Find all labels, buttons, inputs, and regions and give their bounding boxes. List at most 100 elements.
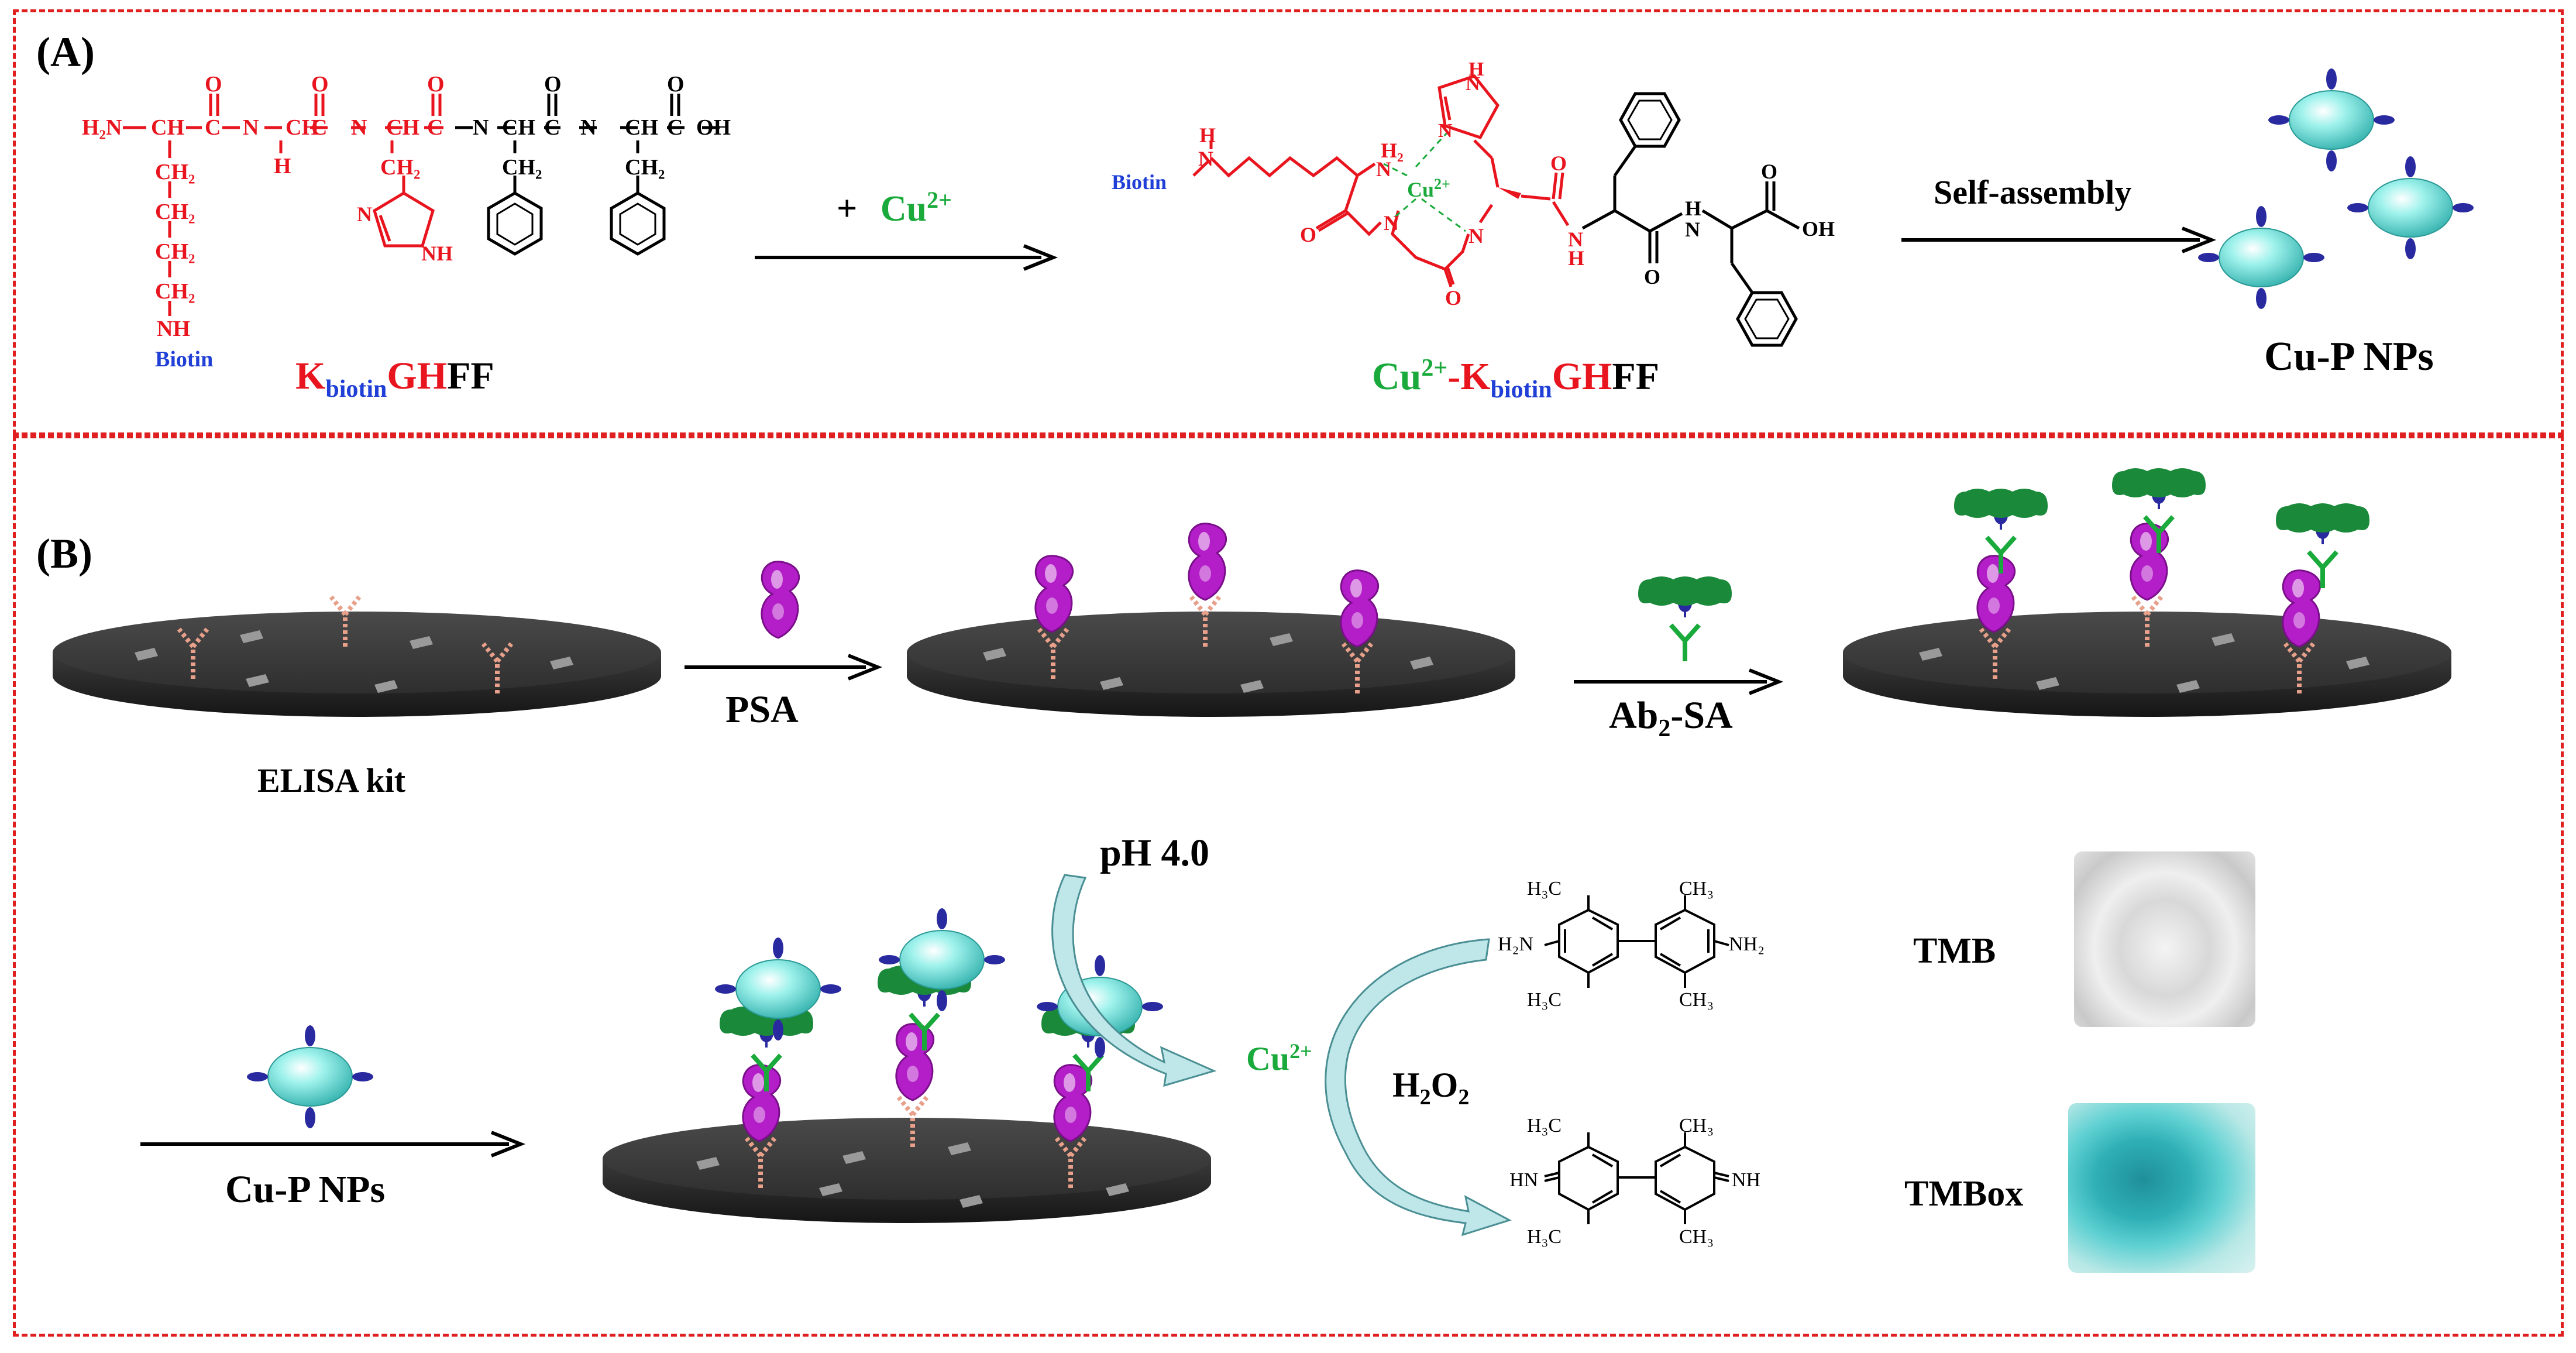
plus-cu-label: + Cu2+ <box>837 186 952 230</box>
self-assembly-label: Self-assembly <box>1934 173 2132 211</box>
complex-name-biotin-sub: biotin <box>1490 376 1552 404</box>
cu-ion: Cu <box>880 188 927 229</box>
complex-nh-f-h: H <box>1685 197 1702 220</box>
tmbox-h3c-top: H₃C <box>1527 1115 1562 1136</box>
reactant-alpha-ch-k: CH <box>151 115 184 140</box>
panel-b-label: (B) <box>36 530 92 577</box>
reactant-biotin: Biotin <box>155 347 214 372</box>
cu-release-label: Cu2+ <box>1246 1039 1312 1078</box>
h2o2-sub1: 2 <box>1419 1085 1431 1110</box>
plus-sign: + <box>837 188 858 229</box>
panel-a-label: (A) <box>36 29 95 75</box>
reactant-h-g: H <box>274 154 291 178</box>
reactant-o5: O <box>667 72 685 97</box>
ab2-sa-ab: Ab <box>1609 694 1659 737</box>
reactant-ch-f2: CH <box>625 115 658 140</box>
reactant-name-k: K <box>295 355 326 397</box>
self-assembly-arrow <box>1901 226 2217 253</box>
tmb-h2n: H₂N <box>1498 933 1533 955</box>
complex-h2: H₂ <box>1381 139 1404 162</box>
ab2-sa-rest: -SA <box>1670 694 1733 737</box>
tmbox-label: TMBox <box>1904 1174 2024 1214</box>
reactant-name-ff: FF <box>447 355 494 397</box>
tmb-h3c-bottom: H₃C <box>1527 989 1562 1011</box>
complex-nh-his-n: N <box>1568 228 1583 251</box>
tmb-label: TMB <box>1913 931 1996 971</box>
tmbox-ch3-bottom: CH₃ <box>1679 1226 1714 1248</box>
tmb-ch3-bottom: CH₃ <box>1679 989 1714 1011</box>
reactant-ch2-h: CH₂ <box>380 155 421 180</box>
reactant-oh: OH <box>696 115 731 140</box>
reaction-arrow-cu <box>755 244 1058 271</box>
complex-nh-his-h: H <box>1568 246 1585 270</box>
tmbox-ch3-top: CH₃ <box>1679 1115 1714 1136</box>
complex-name-k: -K <box>1447 355 1491 398</box>
reactant-imid-n: N <box>357 202 372 226</box>
reactant-imid-nh: NH <box>421 242 453 265</box>
ph-label: pH 4.0 <box>1100 832 1210 874</box>
h2o2-sub2: 2 <box>1458 1085 1470 1110</box>
complex-nh-f: H N <box>1685 196 1701 242</box>
reactant-ch2-f2: CH₂ <box>625 155 665 180</box>
elisa-plate <box>603 1118 1211 1223</box>
cu-p-nps-label: Cu-P NPs <box>225 1168 386 1211</box>
elisa-kit-label: ELISA kit <box>257 761 406 799</box>
tmbox-nh: NH <box>1732 1169 1761 1191</box>
h2o2-o: O <box>1430 1066 1459 1104</box>
reactant-name-gh: GH <box>387 355 448 397</box>
reactant-ch2-k2: CH₂ <box>155 200 195 224</box>
reactant-nh-k: NH <box>157 317 190 341</box>
reactant-ch-g: CH <box>286 115 319 140</box>
complex-n-top: N <box>1376 157 1391 181</box>
complex-name: Cu2+-KbiotinGHFF <box>1372 354 1659 404</box>
complex-imid-h: H <box>1468 59 1484 80</box>
reactant-n-terminus: H₂N <box>82 115 122 140</box>
oxidation-arrow <box>1325 938 1512 1237</box>
tmbox-structure <box>1544 1132 1729 1224</box>
reactant-n2: N <box>351 115 367 140</box>
complex-cu: Cu2+ <box>1407 176 1450 202</box>
complex-name-cu-charge: 2+ <box>1421 355 1448 382</box>
tmb-ch3-top: CH₃ <box>1679 878 1714 899</box>
ab2-sa-label: Ab2-SA <box>1609 693 1733 743</box>
complex-imid-n-lower: N <box>1438 120 1453 142</box>
reactant-ch2-k3: CH₂ <box>155 239 195 264</box>
complex-o-bottom: O <box>1445 286 1462 310</box>
complex-o-f: O <box>1644 265 1661 289</box>
release-arrow <box>1051 874 1217 1087</box>
reactant-ch2-f1: CH₂ <box>502 155 542 180</box>
complex-n-right: N <box>1468 224 1484 248</box>
tmbox-hn: HN <box>1509 1169 1539 1191</box>
tmb-structure <box>1544 895 1729 988</box>
reactant-ch-f1: CH <box>502 115 535 140</box>
complex-o-his: O <box>1550 152 1567 175</box>
tmbox-photo <box>2068 1103 2255 1273</box>
complex-biotin-n: N <box>1198 147 1213 170</box>
reactant-n1: N <box>243 115 259 140</box>
complex-o-left: O <box>1300 223 1317 246</box>
complex-biotin-h: H <box>1199 123 1216 147</box>
reactant-c2: C <box>311 115 328 140</box>
reactant-n4: N <box>580 115 597 140</box>
panel-a-frame <box>13 9 2564 435</box>
nanoparticle-icon <box>246 1025 374 1129</box>
ab2-sa-sub: 2 <box>1658 715 1671 743</box>
product-label: Cu-P NPs <box>2264 334 2434 379</box>
h2o2-h: H <box>1392 1066 1420 1104</box>
complex-oh: OH <box>1802 217 1835 241</box>
reactant-o1: O <box>205 72 222 97</box>
tmb-h3c-top: H₃C <box>1527 878 1562 899</box>
reactant-o4: O <box>544 72 562 97</box>
reactant-ch2-k1: CH₂ <box>155 160 195 184</box>
tmbox-h3c-bottom: H₃C <box>1527 1226 1562 1248</box>
complex-o-acid: O <box>1761 160 1778 183</box>
complex-name-ff: FF <box>1612 355 1660 398</box>
complex-cu-charge: 2+ <box>1434 176 1450 193</box>
reactant-c5: C <box>667 115 683 140</box>
cu-release-symbol: Cu <box>1246 1039 1290 1078</box>
panel-b-frame <box>13 435 2564 1337</box>
reactant-name: KbiotinGHFF <box>295 354 494 403</box>
complex-nh-f-n: N <box>1685 218 1700 241</box>
